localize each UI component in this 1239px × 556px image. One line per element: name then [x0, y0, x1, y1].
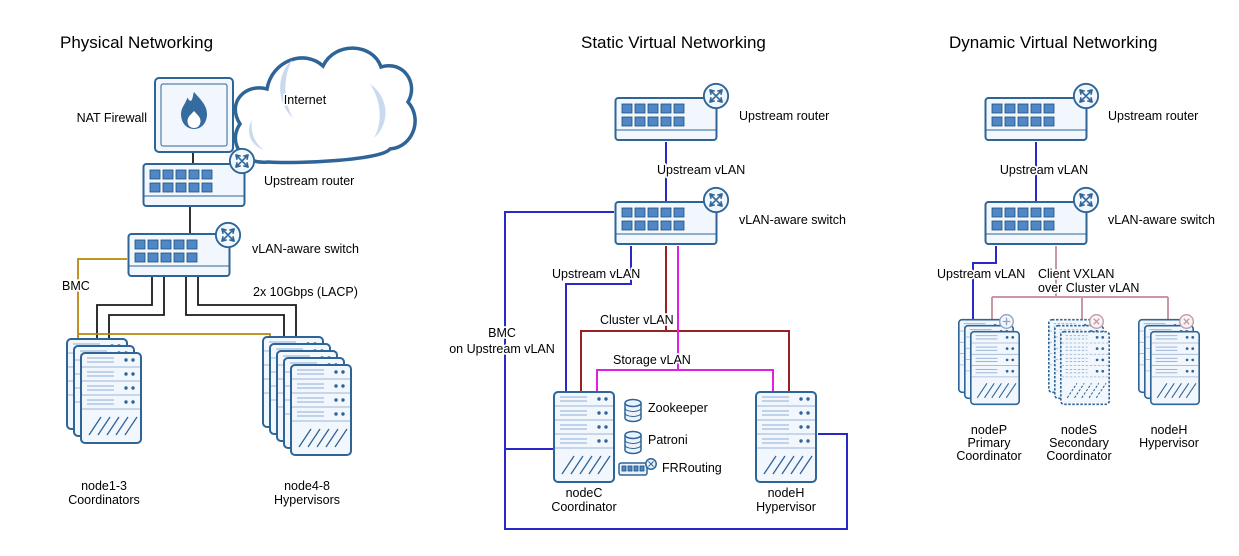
vlan-switch-label: vLAN-aware switch: [252, 242, 359, 256]
nodes-server-stack: [1048, 314, 1110, 406]
lacp-cable-left-1: [96, 277, 153, 352]
server-icon: [290, 364, 352, 456]
nodes-label-line2: Secondary: [1049, 436, 1110, 450]
upstream-router-label: Upstream router: [264, 174, 354, 188]
standby-x-icon: [1089, 314, 1104, 329]
upstream-router-icon: [614, 97, 718, 141]
router-symbol-icon: [228, 147, 256, 175]
lacp-cable-right-2: [197, 277, 297, 352]
server-icon: [970, 330, 1020, 406]
primary-plus-icon: [999, 314, 1014, 329]
internet-cloud: [233, 46, 417, 165]
bmc-upstream-vlan-line: [504, 211, 848, 530]
upstream-vlan-line: [565, 246, 632, 398]
vlan-switch-label: vLAN-aware switch: [1108, 213, 1215, 227]
nodeh-server-stack: [1138, 314, 1200, 406]
upstream-vlan-top-label: Upstream vLAN: [1000, 163, 1088, 177]
upstream-vlan-line: [972, 246, 997, 330]
cloud-shade-right: [370, 84, 386, 138]
nodec-label-line1: nodeC: [566, 486, 603, 500]
storage-vlan-line: [596, 246, 774, 398]
physical-networking-section: Physical Networking Internet NAT Firewal…: [60, 33, 417, 509]
server-stack-hypervisors: [262, 336, 352, 456]
nodep-label-line2: Primary: [967, 436, 1011, 450]
section-title-static: Static Virtual Networking: [581, 33, 766, 52]
internet-label: Internet: [284, 93, 327, 107]
upstream-router-label: Upstream router: [1108, 109, 1198, 123]
nodeh-server-icon: [755, 391, 817, 483]
vlan-switch-icon: [127, 233, 231, 277]
upstream-router-icon: [142, 163, 246, 207]
bmc-cable-left: [77, 258, 127, 352]
upstream-vlan-label: Upstream vLAN: [937, 267, 1025, 281]
server-icon: [80, 352, 142, 444]
nodes-label-line1: nodeS: [1061, 423, 1097, 437]
nodeh-label-line2: Hypervisor: [756, 500, 816, 514]
section-title-physical: Physical Networking: [60, 33, 213, 52]
bmc-label: BMC: [62, 279, 90, 293]
frrouting-label: FRRouting: [662, 461, 722, 475]
zookeeper-icon: [624, 398, 642, 423]
lacp-label: 2x 10Gbps (LACP): [253, 285, 358, 299]
storage-vlan-label: Storage vLAN: [613, 353, 691, 367]
nat-firewall-label: NAT Firewall: [77, 111, 147, 125]
nodeh-label-line1: nodeH: [1151, 423, 1188, 437]
vlan-switch-icon: [984, 201, 1088, 245]
lacp-cable-right-1: [185, 277, 285, 352]
nodeh-label-line1: nodeH: [768, 486, 805, 500]
patroni-label: Patroni: [648, 433, 688, 447]
vlan-switch-label: vLAN-aware switch: [739, 213, 846, 227]
stack1-label-line1: node1-3: [81, 479, 127, 493]
cluster-vlan-line: [580, 246, 790, 398]
server-stack-coordinators: [66, 338, 142, 444]
cloud-shade-left: [280, 60, 293, 118]
nodep-label-line3: Coordinator: [956, 449, 1021, 463]
dynamic-virtual-networking-section: Dynamic Virtual Networking Upstream rout…: [935, 33, 1217, 465]
server-icon: [1150, 330, 1200, 406]
nodec-label-line2: Coordinator: [551, 500, 616, 514]
nodes-label-line3: Coordinator: [1046, 449, 1111, 463]
nodeh-label-line2: Hypervisor: [1139, 436, 1199, 450]
nat-firewall-icon: [154, 77, 234, 153]
upstream-router-label: Upstream router: [739, 109, 829, 123]
zookeeper-label: Zookeeper: [648, 401, 708, 415]
standby-x-icon: [1179, 314, 1194, 329]
client-vxlan-label-line1: Client VXLAN: [1038, 267, 1114, 281]
cluster-vlan-label: Cluster vLAN: [600, 313, 674, 327]
nodep-label-line1: nodeP: [971, 423, 1007, 437]
upstream-vlan-top-label: Upstream vLAN: [657, 163, 745, 177]
stack2-label-line1: node4-8: [284, 479, 330, 493]
upstream-router-icon: [984, 97, 1088, 141]
router-symbol-icon: [702, 82, 730, 110]
switch-router-symbol-icon: [1072, 186, 1100, 214]
section-title-dynamic: Dynamic Virtual Networking: [949, 33, 1157, 52]
upstream-vlan-label: Upstream vLAN: [552, 267, 640, 281]
server-icon: [1060, 330, 1110, 406]
nodec-server-icon: [553, 391, 615, 483]
nodep-server-stack: [958, 314, 1020, 406]
client-vxlan-lines: [991, 246, 1169, 330]
client-vxlan-label-line2: over Cluster vLAN: [1038, 281, 1139, 295]
bmc-upstream-label-line1: BMC: [488, 326, 516, 340]
bmc-upstream-label-line2: on Upstream vLAN: [449, 342, 555, 356]
vlan-switch-icon: [614, 201, 718, 245]
router-symbol-icon: [1072, 82, 1100, 110]
patroni-icon: [624, 430, 642, 455]
cloud-shade-bottom: [249, 120, 264, 150]
switch-router-symbol-icon: [214, 221, 242, 249]
stack2-label-line2: Hypervisors: [274, 493, 340, 507]
stack1-label-line2: Coordinators: [68, 493, 140, 507]
static-virtual-networking-section: Static Virtual Networking Upstream route…: [447, 33, 848, 530]
switch-router-symbol-icon: [702, 186, 730, 214]
